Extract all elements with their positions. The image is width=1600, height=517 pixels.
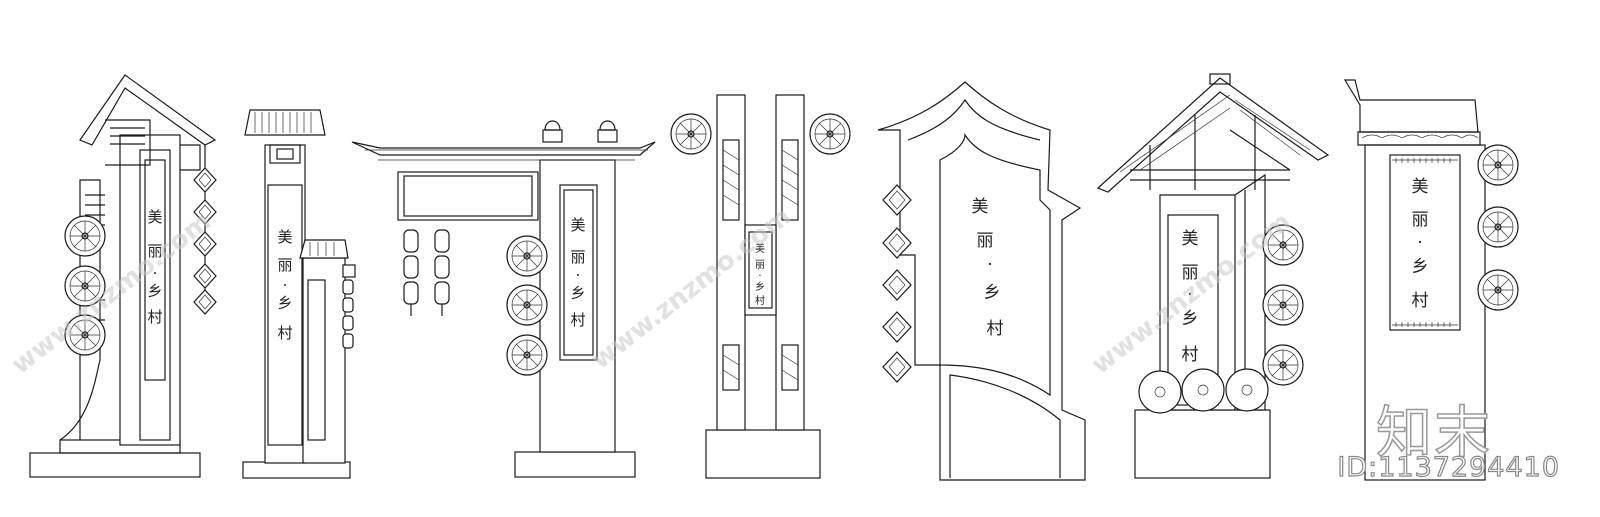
sign-1-char-4: 乡 [147, 282, 162, 300]
sign-3-char-2: 丽 [570, 248, 585, 266]
sign-2-char-2: 丽 [277, 256, 292, 274]
sign-4-left-pillar [716, 94, 746, 431]
sign-1-diamonds [193, 167, 217, 315]
sign-2-base [242, 461, 351, 479]
sign-5-text: 美 丽 · 乡 村 [972, 197, 1004, 339]
sign-5-char-5: 村 [987, 319, 1004, 339]
sign-7-char-3: · [1417, 233, 1422, 253]
sign-7-char-4: 乡 [1412, 257, 1429, 277]
sign-3-wheels [506, 235, 548, 376]
sign-5-char-3: · [987, 255, 992, 275]
sign-2-roof [244, 109, 326, 136]
sign-6-roof [1096, 77, 1330, 193]
image-id-label: ID:1137294410 [1337, 451, 1560, 483]
sign-4-char-4: 乡 [755, 281, 765, 293]
sign-3-roof [351, 141, 656, 156]
sign-1-char-3: · [153, 264, 158, 282]
sign-4-char-2: 丽 [755, 260, 765, 271]
sign-6-base [1134, 409, 1271, 479]
watermark-logo: 知末 [1375, 400, 1492, 467]
watermark-url-1: www.znzmo.com [6, 207, 217, 381]
sign-7-char-1: 美 [1412, 177, 1429, 197]
sign-7-cap [1343, 79, 1479, 133]
watermark-urls: www.znzmo.com www.znzmo.com www.znzmo.co… [6, 202, 1297, 381]
sign-5-curved-stele: 美 丽 · 乡 村 [877, 81, 1086, 481]
sign-5-body [877, 81, 1086, 481]
sign-6-char-5: 村 [1182, 345, 1199, 365]
sign-5-char-4: 乡 [984, 283, 1001, 303]
sign-5-char-2: 丽 [977, 231, 994, 251]
sign-1-wheels [64, 215, 106, 356]
sign-3-char-3: · [576, 266, 581, 284]
sign-7-wheels [1477, 144, 1519, 311]
sign-3-char-1: 美 [570, 216, 585, 234]
sign-7-tall-stele: 美 丽 · 乡 村 [1343, 79, 1519, 481]
sign-4-twin-pillar: 美 丽 · 乡 村 [670, 94, 851, 479]
sign-4-wheels [670, 113, 851, 155]
sign-6-char-3: · [1187, 285, 1192, 305]
sign-4-char-5: 村 [755, 294, 765, 307]
sign-2-char-4: 乡 [277, 294, 292, 312]
sign-2-char-3: · [283, 276, 288, 294]
sign-4-base [705, 429, 821, 479]
sign-4-char-3: · [758, 271, 761, 282]
sign-3-lanterns [403, 229, 450, 316]
sign-2-lanterns [342, 279, 354, 349]
sign-3-board [397, 171, 539, 221]
sign-6-text: 美 丽 · 乡 村 [1182, 229, 1199, 365]
sign-6-wheels [1262, 224, 1304, 386]
sign-6-char-4: 乡 [1182, 309, 1199, 329]
sign-3-char-5: 村 [570, 311, 585, 329]
sign-4-char-1: 美 [755, 242, 765, 255]
sign-7-text: 美 丽 · 乡 村 [1412, 177, 1429, 311]
sign-2-text: 美 丽 · 乡 村 [277, 228, 292, 342]
sign-2-char-1: 美 [277, 228, 292, 246]
sign-1-char-5: 村 [147, 308, 162, 326]
sign-1-char-2: 丽 [147, 242, 162, 260]
sign-5-diamonds [882, 184, 912, 383]
sign-4-text: 美 丽 · 乡 村 [755, 242, 765, 307]
sign-3-archway: 美 丽 · 乡 村 [351, 120, 656, 478]
sign-1-panel [144, 159, 166, 381]
sign-7-char-5: 村 [1412, 291, 1429, 311]
sign-5-char-1: 美 [972, 197, 989, 217]
sign-1-base [29, 452, 201, 478]
sign-7-panel [1389, 154, 1461, 331]
sign-1-char-1: 美 [147, 208, 162, 226]
sign-6-char-1: 美 [1182, 229, 1199, 249]
sign-1-text: 美 丽 · 乡 村 [147, 208, 162, 326]
sign-2-char-5: 村 [277, 324, 292, 342]
sign-6-char-2: 丽 [1182, 263, 1199, 283]
sign-3-char-4: 乡 [570, 284, 585, 302]
sign-4-panel [744, 224, 777, 316]
sign-3-text: 美 丽 · 乡 村 [570, 216, 585, 329]
sign-6-pavilion: 美 丽 · 乡 村 [1096, 73, 1330, 479]
sign-6-stone-discs [1138, 368, 1269, 414]
sign-2-tiled-pillar: 美 丽 · 乡 村 [242, 109, 356, 479]
sign-3-panel [559, 184, 598, 361]
sign-3-base [514, 451, 636, 478]
sign-7-char-2: 丽 [1412, 210, 1429, 230]
sign-4-right-pillar [775, 94, 805, 431]
sign-1-gabled-pillar: 美 丽 · 乡 村 [29, 74, 217, 478]
